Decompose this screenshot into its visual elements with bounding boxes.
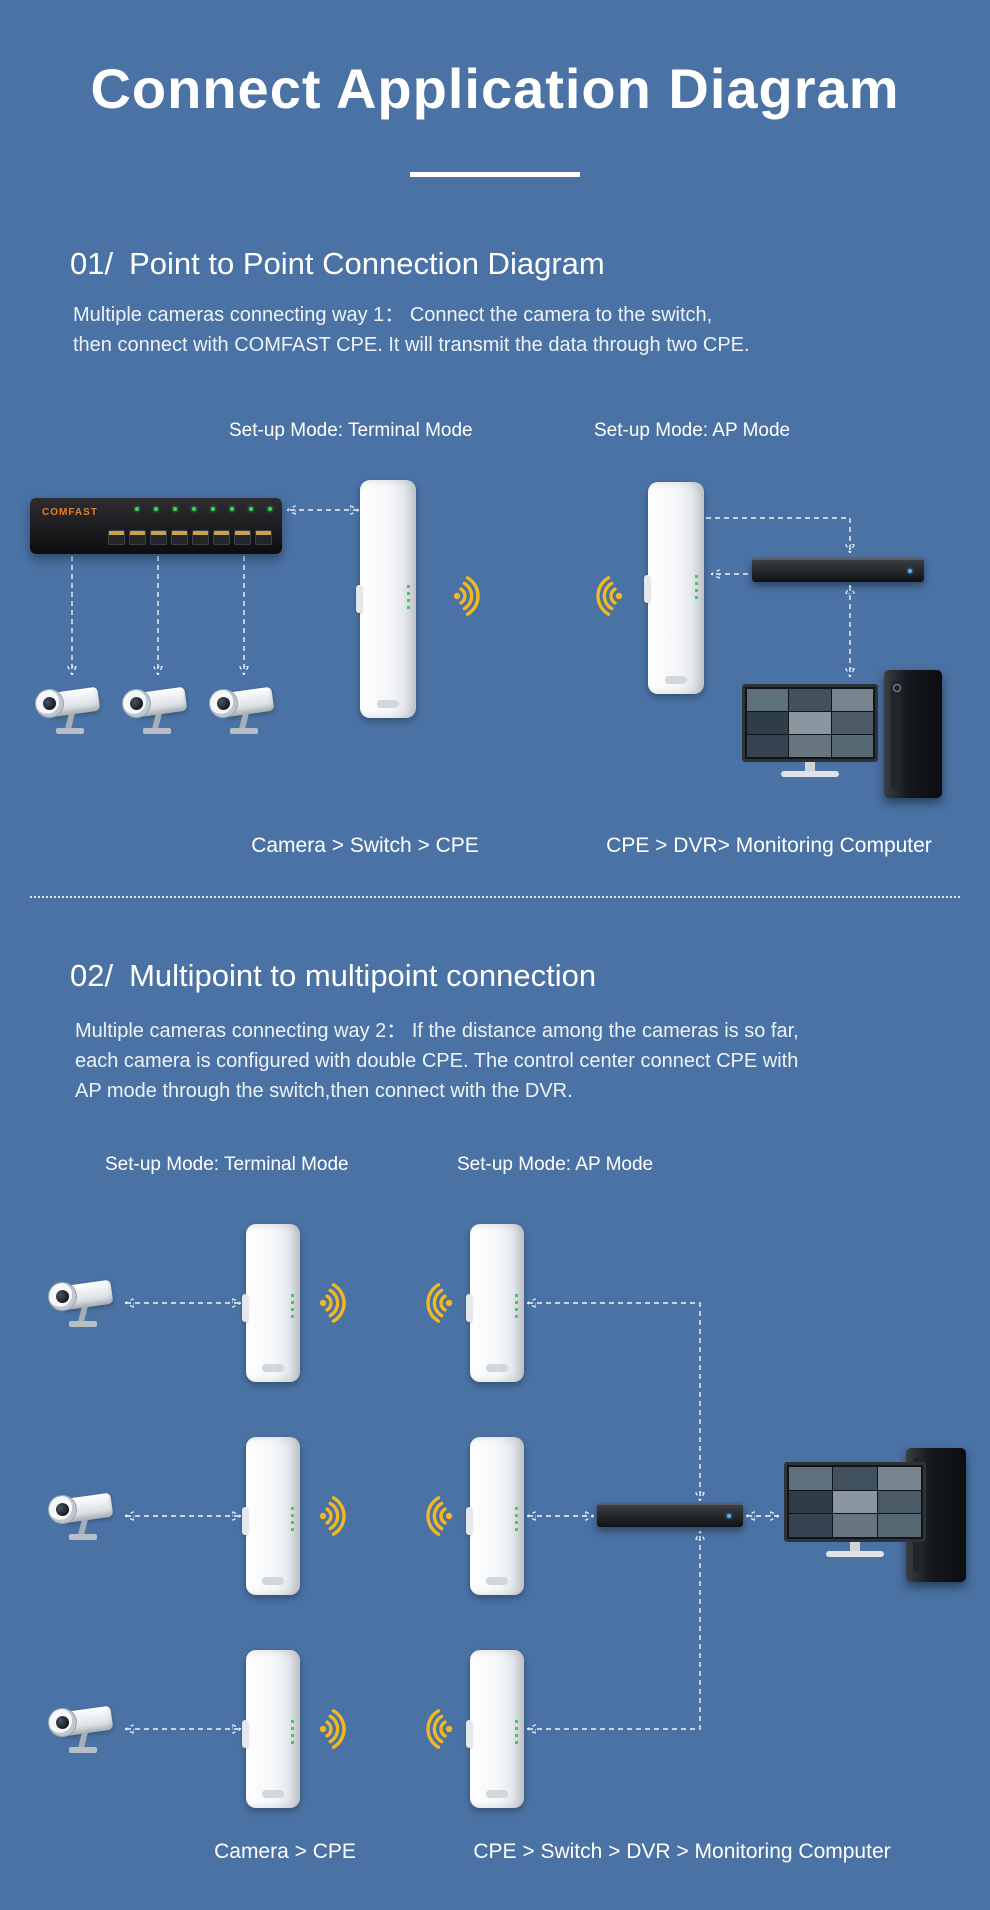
wifi-signal-icon	[319, 1709, 346, 1749]
cctv-camera	[46, 1488, 122, 1544]
section1-number: 01/	[70, 246, 114, 281]
camera-base	[69, 1534, 97, 1540]
monitor-screen	[784, 1462, 926, 1542]
section1-heading: 01/Point to Point Connection Diagram	[70, 246, 605, 282]
page-title: Connect Application Diagram	[90, 57, 900, 120]
diagram-point-to-point: COMFAST	[0, 470, 990, 830]
camera-mount	[78, 1520, 88, 1534]
cpe-device-ap	[644, 482, 704, 694]
cpe-device-terminal	[356, 480, 416, 718]
label-terminal-mode-1: Set-up Mode: Terminal Mode	[229, 420, 473, 441]
wifi-signal-icon	[426, 1283, 453, 1323]
monitor-stand	[805, 762, 815, 771]
cpe-status-leds	[291, 1719, 294, 1746]
caption-cpe-dvr-computer: CPE > DVR> Monitoring Computer	[606, 834, 932, 857]
central-switch-dvr	[597, 1503, 743, 1527]
label-ap-mode-2: Set-up Mode: AP Mode	[457, 1154, 654, 1175]
caption-camera-switch-cpe: Camera > Switch > CPE	[251, 834, 479, 857]
label-terminal-mode-2: Set-up Mode: Terminal Mode	[105, 1154, 349, 1175]
connection-lines-1	[0, 470, 990, 830]
cctv-feed-grid	[747, 689, 873, 757]
caption-cpe-switch-dvr-computer: CPE > Switch > DVR > Monitoring Computer	[473, 1840, 891, 1863]
section2-heading: 02/Multipoint to multipoint connection	[70, 958, 596, 994]
camera-base	[69, 1321, 97, 1327]
diagram-multipoint	[0, 1200, 990, 1820]
monitoring-computer	[742, 684, 878, 777]
cpe-status-leds	[515, 1293, 518, 1320]
cpe-device-terminal	[242, 1650, 300, 1808]
camera-base	[230, 728, 258, 734]
section1-description-line: Multiple cameras connecting way 1： Conne…	[73, 304, 713, 326]
switch-ethernet-ports	[108, 530, 272, 545]
title-underline	[410, 172, 580, 177]
monitor-base	[781, 771, 839, 777]
computer-tower	[884, 670, 942, 798]
wifi-signal-icon	[426, 1709, 453, 1749]
monitor-screen	[742, 684, 878, 762]
wifi-signal-icon	[426, 1496, 453, 1536]
dvr-device	[752, 558, 924, 582]
section1-description-line: then connect with COMFAST CPE. It will t…	[73, 334, 750, 356]
cctv-camera	[33, 682, 109, 738]
camera-mount	[152, 714, 162, 728]
camera-mount	[78, 1733, 88, 1747]
wifi-signal-icon	[319, 1283, 346, 1323]
cpe-status-leds	[407, 584, 410, 611]
network-switch: COMFAST	[30, 498, 282, 554]
section2-description-line: Multiple cameras connecting way 2： If th…	[75, 1020, 799, 1042]
camera-mount	[239, 714, 249, 728]
camera-mount	[78, 1307, 88, 1321]
switch-brand-label: COMFAST	[42, 507, 98, 518]
connection-lines-2	[0, 1200, 990, 1820]
cpe-device-ap	[466, 1437, 524, 1595]
section2-description-line: AP mode through the switch,then connect …	[75, 1080, 573, 1102]
cctv-camera	[207, 682, 283, 738]
camera-base	[69, 1747, 97, 1753]
cpe-device-terminal	[242, 1224, 300, 1382]
section2-description-line: each camera is configured with double CP…	[75, 1050, 799, 1072]
cpe-status-leds	[695, 575, 698, 602]
camera-mount	[65, 714, 75, 728]
section1-description: Multiple cameras connecting way 1： Conne…	[73, 300, 750, 360]
cpe-device-terminal	[242, 1437, 300, 1595]
monitor-base	[826, 1551, 884, 1557]
section1-title: Point to Point Connection Diagram	[129, 246, 605, 281]
camera-base	[56, 728, 84, 734]
section2-title: Multipoint to multipoint connection	[129, 958, 597, 993]
cpe-status-leds	[515, 1719, 518, 1746]
cpe-device-ap	[466, 1224, 524, 1382]
section2-number: 02/	[70, 958, 114, 993]
switch-status-leds	[135, 507, 272, 511]
label-ap-mode-1: Set-up Mode: AP Mode	[594, 420, 791, 441]
wifi-signal-icon	[319, 1496, 346, 1536]
section-divider	[30, 896, 960, 898]
cctv-camera	[120, 682, 196, 738]
cpe-status-leds	[515, 1506, 518, 1533]
wifi-signal-icon	[453, 576, 480, 616]
cctv-camera	[46, 1275, 122, 1331]
section2-description: Multiple cameras connecting way 2： If th…	[75, 1016, 799, 1106]
cpe-status-leds	[291, 1506, 294, 1533]
monitoring-computer	[784, 1462, 926, 1557]
caption-camera-cpe: Camera > CPE	[214, 1840, 356, 1863]
cpe-device-ap	[466, 1650, 524, 1808]
cctv-camera	[46, 1701, 122, 1757]
cpe-status-leds	[291, 1293, 294, 1320]
camera-base	[143, 728, 171, 734]
wifi-signal-icon	[596, 576, 623, 616]
cctv-feed-grid	[789, 1467, 921, 1537]
monitor-stand	[850, 1542, 860, 1551]
